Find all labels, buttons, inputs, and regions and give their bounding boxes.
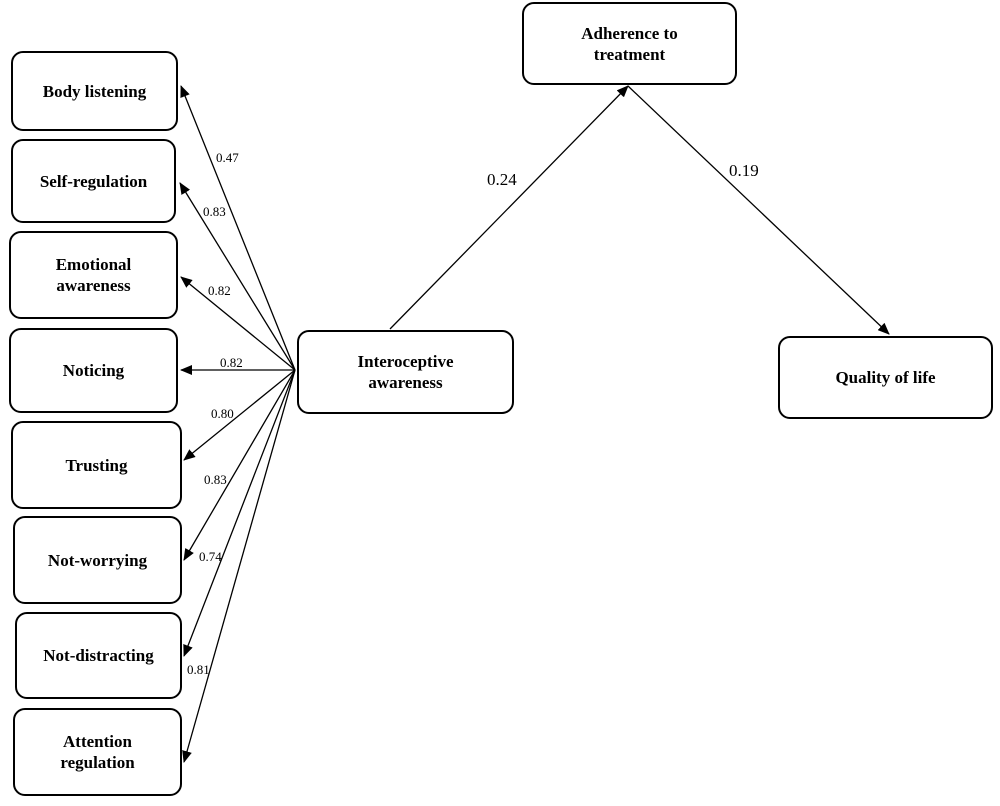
loading-label-self-regulation: 0.83 <box>203 204 226 219</box>
arrow-path-b <box>627 85 890 335</box>
loading-label-noticing: 0.82 <box>220 355 243 370</box>
indicator-label-trusting: Trusting <box>65 455 128 475</box>
indicator-label-not-worrying: Not-worrying <box>47 550 148 570</box>
latent-label: Interoceptive awareness <box>357 352 454 392</box>
indicator-label-self-regulation: Self-regulation <box>39 171 148 191</box>
indicator-box-not-worrying: Not-worrying <box>13 516 182 604</box>
path-label-a: 0.24 <box>487 170 517 189</box>
indicator-label-not-distracting: Not-distracting <box>43 646 154 665</box>
arrow-attention-regulation <box>182 369 296 763</box>
loading-label-not-distracting: 0.74 <box>199 549 222 564</box>
arrow-path-a <box>389 85 629 330</box>
outcome-label: Quality of life <box>835 368 936 387</box>
loading-label-attention-regulation: 0.81 <box>187 662 210 677</box>
arrow-emotional-awareness <box>180 276 296 371</box>
mediator-label: Adherence to treatment <box>581 23 678 64</box>
arrow-trusting <box>183 369 296 461</box>
arrow-body-listening <box>180 85 296 371</box>
loading-label-not-worrying: 0.83 <box>204 472 227 487</box>
indicator-label-attention-regulation: Attention regulation <box>60 732 135 772</box>
indicator-box-not-distracting: Not-distracting <box>15 612 182 699</box>
arrow-not-distracting <box>183 369 296 657</box>
mediator-box-adherence: Adherence to treatment <box>522 2 737 85</box>
indicator-label-noticing: Noticing <box>62 361 125 380</box>
path-label-b: 0.19 <box>729 161 759 180</box>
indicator-box-emotional-awareness: Emotional awareness <box>9 231 178 319</box>
arrow-self-regulation <box>179 182 296 371</box>
loading-label-trusting: 0.80 <box>211 406 234 421</box>
indicator-box-attention-regulation: Attention regulation <box>13 708 182 796</box>
indicator-box-body-listening: Body listening <box>11 51 178 131</box>
latent-box-interoceptive-awareness: Interoceptive awareness <box>297 330 514 414</box>
indicator-box-noticing: Noticing <box>9 328 178 413</box>
indicator-label-emotional-awareness: Emotional awareness <box>55 255 132 295</box>
indicator-box-self-regulation: Self-regulation <box>11 139 176 223</box>
indicator-box-trusting: Trusting <box>11 421 182 509</box>
arrow-not-worrying <box>183 369 296 561</box>
outcome-box-quality-of-life: Quality of life <box>778 336 993 419</box>
indicator-label-body-listening: Body listening <box>42 81 147 101</box>
loading-label-body-listening: 0.47 <box>216 150 239 165</box>
loading-label-emotional-awareness: 0.82 <box>208 283 231 298</box>
